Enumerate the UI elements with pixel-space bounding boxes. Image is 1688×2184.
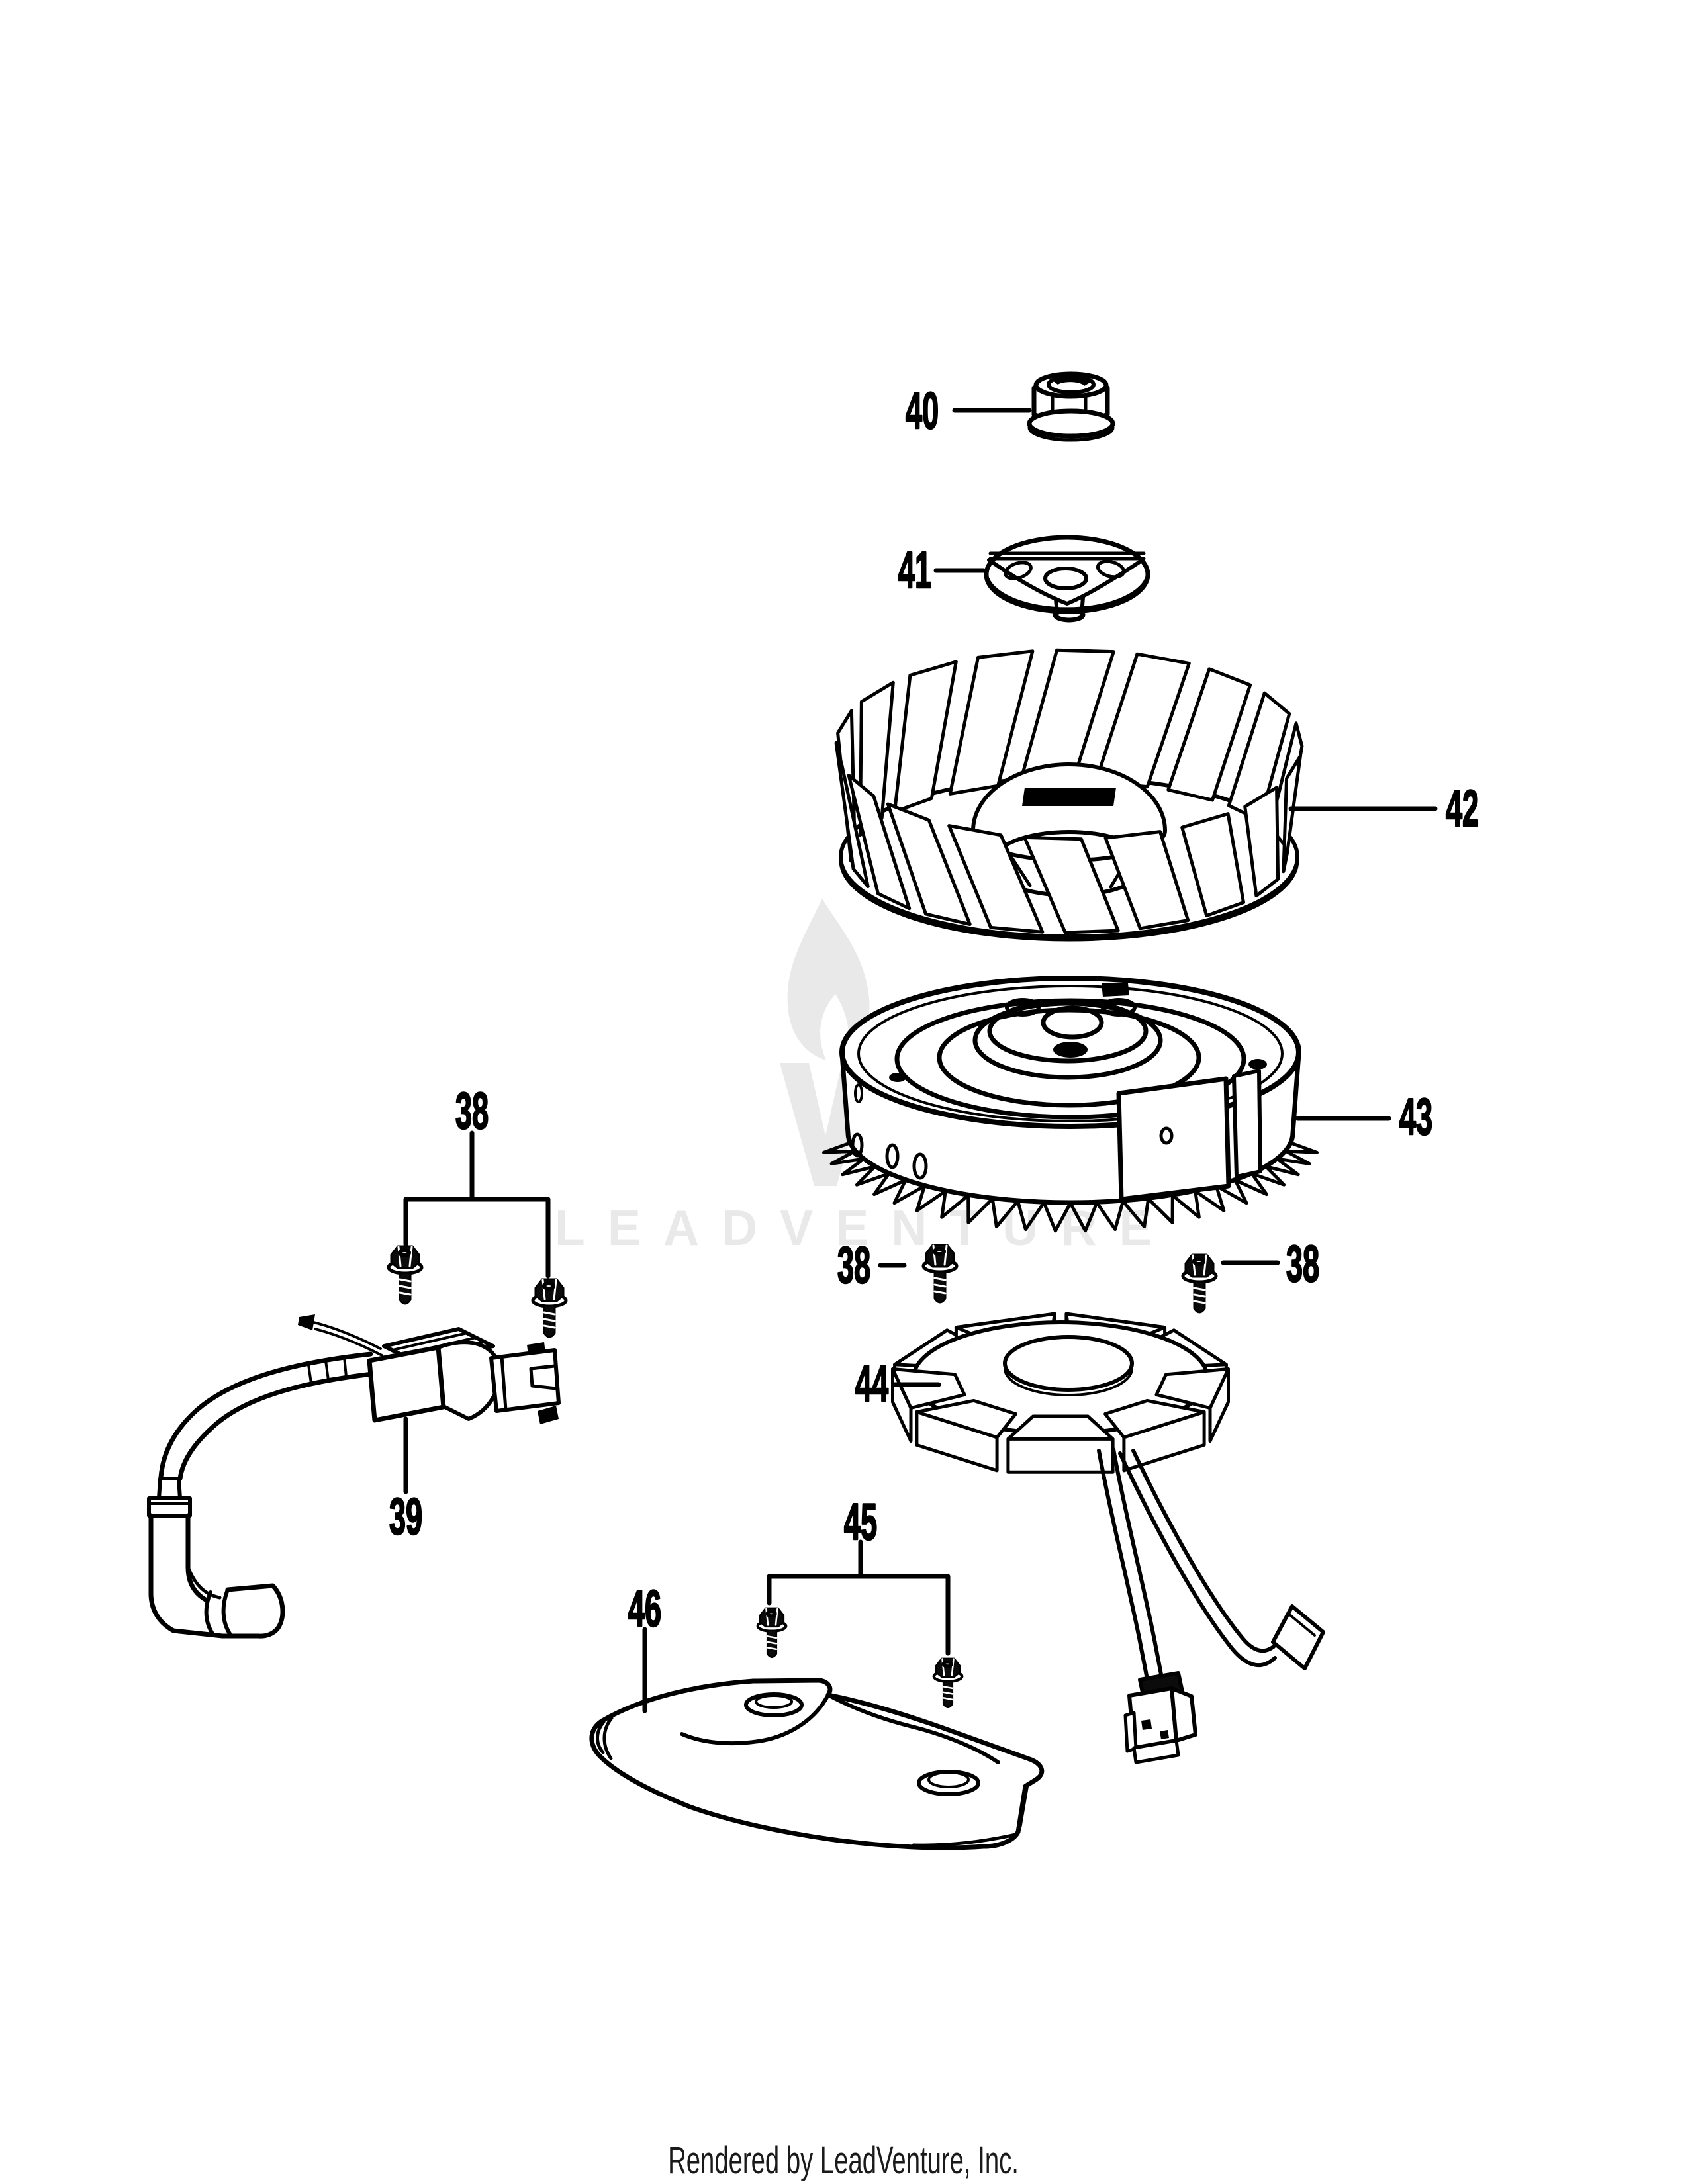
stator-wires	[1097, 1447, 1277, 1686]
watermark-flame-icon	[787, 899, 870, 1060]
stator-coil	[891, 1367, 966, 1410]
stator-coil	[1006, 1414, 1115, 1441]
fan-blade	[947, 824, 1045, 934]
screw-45-b	[934, 1659, 962, 1707]
screw-38-a	[389, 1246, 422, 1304]
stator-connector	[1123, 1671, 1197, 1764]
footer-credit: Rendered by LeadVenture, Inc.	[668, 2140, 1019, 2182]
stator-coil	[1103, 1398, 1206, 1439]
part-stator-44	[891, 1312, 1325, 1764]
part-bracket-46	[589, 1678, 1045, 1850]
fan-blade	[886, 802, 972, 927]
screw-38-b	[533, 1279, 566, 1337]
stator-coil-side	[1006, 1437, 1115, 1474]
leader-45	[767, 1539, 951, 1656]
callout-44[interactable]: 44	[855, 1353, 890, 1413]
stator-coil	[915, 1398, 1017, 1439]
fan-blade	[847, 774, 912, 911]
fan-blade	[1103, 830, 1190, 931]
stator-coil	[1154, 1367, 1230, 1410]
callout-38-left[interactable]: 38	[455, 1081, 489, 1140]
callout-40[interactable]: 40	[905, 381, 939, 440]
callout-42[interactable]: 42	[1445, 778, 1479, 838]
fan-blade	[1180, 812, 1245, 918]
fan-blade	[893, 660, 958, 813]
part-flange-nut-40	[1027, 371, 1115, 442]
leader-lines	[403, 408, 1438, 1713]
screws	[389, 1245, 1216, 1707]
callout-38-right[interactable]: 38	[1286, 1234, 1320, 1293]
callout-41[interactable]: 41	[898, 540, 932, 600]
fan-blade	[834, 741, 870, 888]
fan-blade	[1023, 835, 1120, 934]
wire-tag	[1271, 1604, 1325, 1670]
part-flywheel-43	[822, 976, 1319, 1233]
fan-blade	[1243, 786, 1280, 898]
fan-blade	[1282, 754, 1302, 874]
callout-39[interactable]: 39	[389, 1486, 423, 1546]
screw-45-a	[758, 1608, 786, 1657]
callout-46[interactable]: 46	[628, 1578, 662, 1638]
leader-38-left	[403, 1130, 551, 1279]
part-flywheel-fan-42	[834, 648, 1304, 942]
fan-blade	[948, 649, 1035, 796]
part-ignition-coil-39	[147, 1314, 561, 1639]
callout-38-center[interactable]: 38	[837, 1235, 871, 1295]
screw-38-d	[1183, 1255, 1216, 1312]
callouts: 40 41 42 43 38 38 38 39 44 45 46	[389, 381, 1479, 1638]
part-washer-plate-41	[984, 535, 1150, 623]
callout-45[interactable]: 45	[843, 1492, 878, 1551]
callout-43[interactable]: 43	[1399, 1087, 1433, 1146]
screw-38-c	[923, 1245, 957, 1302]
fan-blade	[1166, 667, 1252, 802]
